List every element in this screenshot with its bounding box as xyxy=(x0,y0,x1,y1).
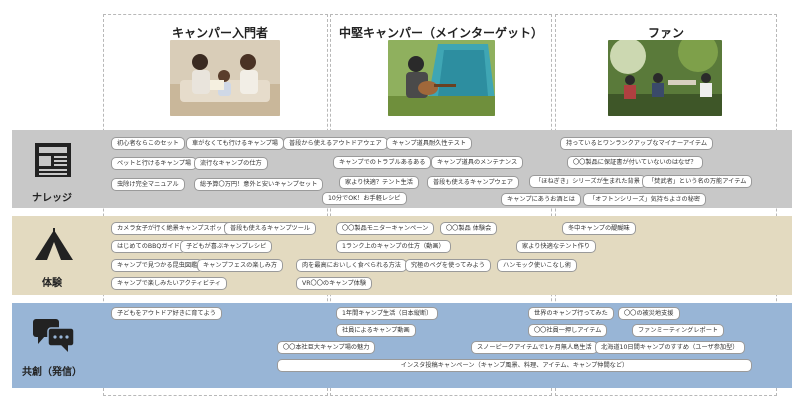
cocreation-item: インスタ投稿キャンペーン（キャンプ風景、料理、アイテム、キャンプ仲間など） xyxy=(277,359,752,372)
experience-item: VR〇〇のキャンプ体験 xyxy=(296,277,373,290)
knowledge-item: 「ほねぎき」シリーズが生まれた背景 xyxy=(529,175,646,188)
knowledge-item: 流行なキャンプの仕方 xyxy=(194,157,268,170)
experience-item: 1ランク上のキャンプの仕方（動画） xyxy=(336,240,451,253)
group-camp-photo xyxy=(608,40,722,116)
knowledge-item: 総予算〇万円！意外と安いキャンプセット xyxy=(194,178,324,191)
cocreation-item: 世界のキャンプ行ってみた xyxy=(528,307,614,320)
knowledge-item: キャンプ道具のメンテナンス xyxy=(431,156,524,169)
experience-item: キャンプフェスの楽しみ方 xyxy=(197,259,284,272)
experience-item: カメラ女子が行く絶景キャンプスポット xyxy=(111,222,235,235)
experience-item: 家より快適なテント作り xyxy=(516,240,596,253)
experience-item: 子どもが喜ぶキャンプレシピ xyxy=(180,240,273,253)
knowledge-item: 初心者ならこのセット xyxy=(111,137,185,150)
knowledge-item: 普段も使えるキャンプウェア xyxy=(427,176,520,189)
experience-item: キャンプで見つかる昆虫図鑑 xyxy=(111,259,204,272)
row-label-experience: 体験 xyxy=(42,278,62,289)
experience-item: キャンプで楽しみたいアクティビティ xyxy=(111,277,227,290)
row-label-knowledge: ナレッジ xyxy=(32,193,72,204)
knowledge-item: 「焚武者」という名の万能アイテム xyxy=(642,175,753,188)
column-title-fan: ファン xyxy=(647,26,684,40)
knowledge-item: キャンプでのトラブルあるある xyxy=(333,156,432,169)
knowledge-item: 車がなくても行けるキャンプ場 xyxy=(186,137,284,150)
cocreation-item: 〇〇の被災地支援 xyxy=(618,307,680,320)
row-label-cocreation: 共創（発信） xyxy=(22,367,82,378)
experience-item: 〇〇製品モニターキャンペーン xyxy=(336,222,435,235)
cocreation-item: 子どもをアウトドア好きに育てよう xyxy=(111,307,222,320)
experience-item: はじめてのBBQガイド xyxy=(111,240,186,253)
cocreation-item: 1年間キャンプ生活（日本縦断） xyxy=(336,307,439,320)
knowledge-item: キャンプにあうお酒とは xyxy=(501,193,581,206)
experience-item: ハンモック使いこなし術 xyxy=(497,259,578,272)
experience-item: 普段も使えるキャンプツール xyxy=(224,222,317,235)
knowledge-item: 虫除け完全マニュアル xyxy=(111,178,185,191)
experience-item: 〇〇製品 体験会 xyxy=(440,222,498,235)
knowledge-item: 普段から使えるアウトドアウェア xyxy=(283,137,388,150)
column-title-mid: 中堅キャンパー（メインターゲット） xyxy=(338,26,543,40)
experience-item: 冬中キャンプの醍醐味 xyxy=(562,222,636,235)
cocreation-item: 社員によるキャンプ動画 xyxy=(336,324,416,337)
knowledge-item: 持っているとワンランクアップなマイナーアイテム xyxy=(560,137,714,150)
experience-item: 究極のペグを使ってみよう xyxy=(405,259,491,272)
knowledge-item: キャンプ道具耐久性テスト xyxy=(386,137,473,150)
experience-item: 肉を最高においしく食べられる方法 xyxy=(296,259,407,272)
knowledge-item: ペットと行けるキャンプ場 xyxy=(111,157,198,170)
cocreation-item: ファンミーティングレポート xyxy=(632,324,725,337)
newspaper-icon xyxy=(34,142,72,182)
guitar-camper-photo xyxy=(388,40,495,116)
column-title-beginner: キャンパー入門者 xyxy=(171,26,268,40)
chat-bubbles-icon xyxy=(32,318,76,356)
cocreation-item: 〇〇本社巨大キャンプ場の魅力 xyxy=(277,341,376,354)
knowledge-item: 家より快適？テント生活 xyxy=(339,176,419,189)
tent-icon xyxy=(33,228,75,266)
knowledge-item: 〇〇製品に保証書が付いていないのはなぜ？ xyxy=(567,156,703,169)
cocreation-item: 〇〇社員一押しアイテム xyxy=(528,324,608,337)
family-photo xyxy=(170,40,280,116)
knowledge-item: 10分でOK！お手軽レシピ xyxy=(322,192,407,205)
cocreation-item: 北海道10日間キャンプのすすめ（ユーザ参加型） xyxy=(595,341,745,354)
cocreation-item: スノーピークアイテムで1ヶ月無人島生活 xyxy=(471,341,598,354)
knowledge-item: 「オフトンシリーズ」気持ちよさの秘密 xyxy=(583,193,707,206)
